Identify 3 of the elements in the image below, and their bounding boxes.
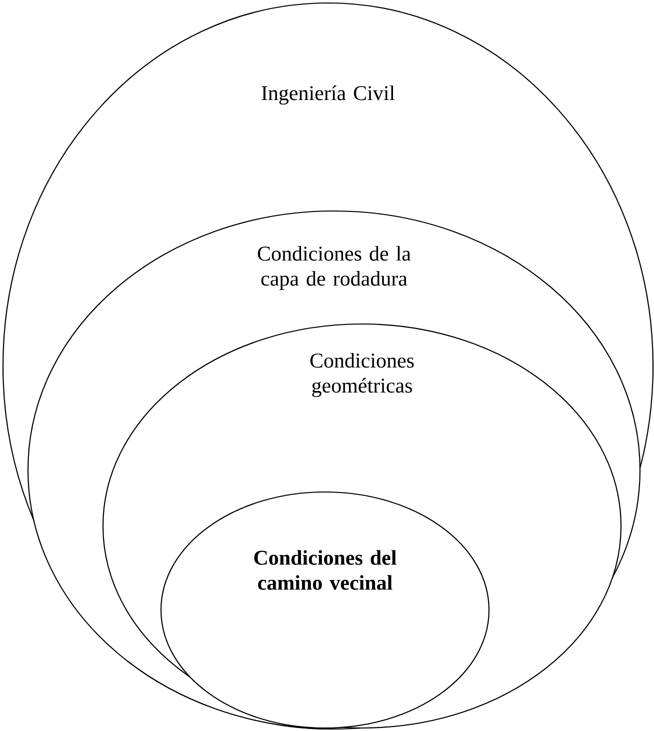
- node-label: Condiciones de la capa de rodadura: [258, 246, 411, 290]
- node-label: Condiciones del camino vecinal: [254, 550, 396, 590]
- node-label: Condiciones geométricas: [310, 352, 414, 398]
